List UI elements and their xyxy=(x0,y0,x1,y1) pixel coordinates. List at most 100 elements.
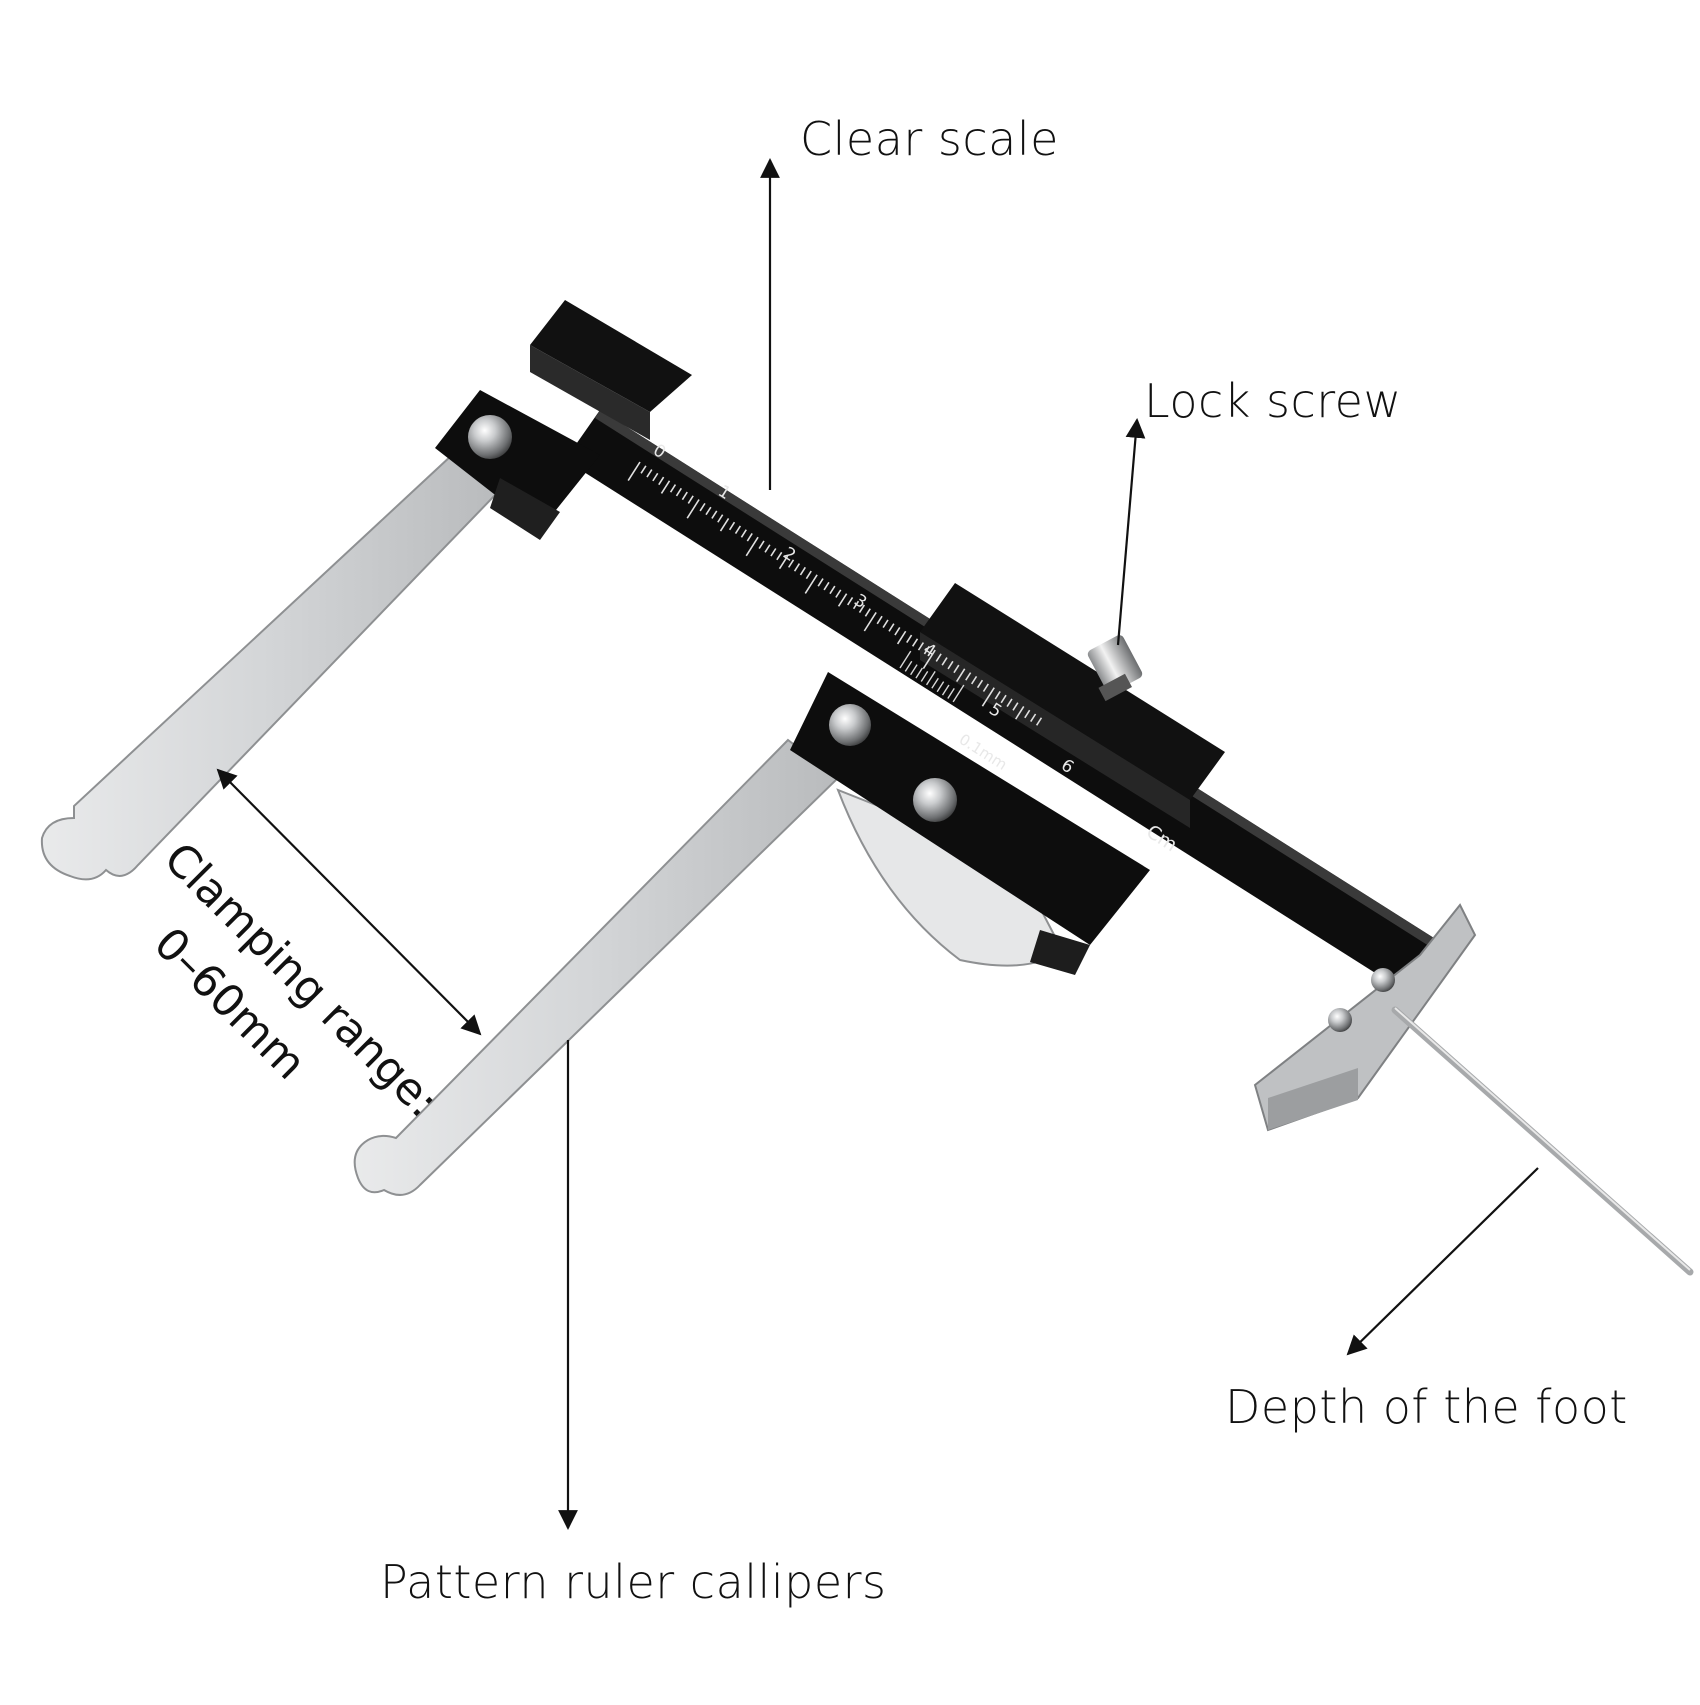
scale-tick xyxy=(965,672,972,681)
rivet-slider-top xyxy=(829,704,871,746)
scale-tick xyxy=(976,679,984,689)
depth-foot-arrow xyxy=(1346,1167,1539,1356)
scale-tick xyxy=(778,555,789,570)
scale-tick xyxy=(953,664,960,674)
vernier-tick xyxy=(941,684,950,696)
scale-tick xyxy=(658,476,665,486)
scale-tick xyxy=(1000,694,1007,704)
scale-tick xyxy=(923,645,930,655)
scale-tick xyxy=(686,499,700,519)
scale-tick xyxy=(764,544,771,553)
scale-tick xyxy=(888,623,895,632)
scale-tick xyxy=(719,517,730,532)
scale-tick xyxy=(847,596,854,606)
scale-tick xyxy=(669,484,677,493)
scale-tick xyxy=(947,660,954,670)
scale-tick xyxy=(852,600,860,610)
scale-tick xyxy=(787,559,795,568)
scale-tick xyxy=(681,491,688,501)
scale-tick xyxy=(917,642,925,651)
scale-tick xyxy=(805,570,812,580)
scale-tick xyxy=(770,548,777,557)
slider-block xyxy=(790,583,1225,975)
scale-tick xyxy=(793,563,801,572)
scale-tick xyxy=(1035,717,1043,726)
main-scale-ticks xyxy=(627,461,1043,726)
scale-tick xyxy=(882,619,889,628)
scale-tick xyxy=(776,551,783,561)
scale-tick xyxy=(863,612,877,632)
lock-screw xyxy=(1087,635,1143,702)
depth-rod xyxy=(1391,1006,1694,1276)
scale-tick xyxy=(1006,698,1013,707)
scale-tick xyxy=(941,657,948,666)
scale-tick xyxy=(652,472,659,482)
scale-tick xyxy=(640,465,647,474)
fixed-jaw xyxy=(40,453,500,881)
scale-tick xyxy=(896,630,907,645)
scale-tick xyxy=(994,690,1001,700)
scale-tick xyxy=(955,668,966,682)
scale-tick xyxy=(876,615,883,625)
scale-tick xyxy=(758,540,765,550)
lock-screw-arrow xyxy=(1116,418,1146,646)
scale-tick xyxy=(911,638,919,647)
scale-tick xyxy=(728,521,736,531)
scale-tick xyxy=(646,469,653,478)
scale-tick xyxy=(829,585,836,595)
scale-tick xyxy=(705,506,712,516)
vernier-tick xyxy=(952,684,965,703)
depth-foot xyxy=(1253,903,1477,1132)
scale-tick xyxy=(717,514,724,523)
clamping-range-arrow xyxy=(216,768,482,1036)
scale-tick xyxy=(823,581,830,591)
scale-tick xyxy=(817,578,824,587)
scale-tick xyxy=(1012,702,1019,711)
vernier-tick xyxy=(925,671,936,686)
scale-tick xyxy=(804,574,818,594)
rivet-head xyxy=(468,415,512,459)
scale-tick xyxy=(799,566,806,576)
scale-tick xyxy=(1015,706,1025,720)
scale-tick xyxy=(627,461,641,481)
scale-tick xyxy=(675,487,683,497)
scale-tick xyxy=(906,634,913,644)
scale-tick xyxy=(711,510,718,519)
scale-tick xyxy=(734,525,742,534)
scale-tick xyxy=(740,529,747,538)
vernier-tick xyxy=(936,681,945,693)
rivet-slider-bottom xyxy=(913,778,957,822)
scale-tick xyxy=(858,604,866,613)
scale-tick xyxy=(746,533,753,542)
scale-tick xyxy=(894,627,901,636)
scale-tick xyxy=(660,480,671,494)
vernier-tick xyxy=(920,671,929,682)
sliding-jaw xyxy=(353,738,1064,1196)
scale-tick xyxy=(982,683,989,692)
scale-tick xyxy=(864,608,871,617)
lock-screw-label: Lock screw xyxy=(1144,374,1402,428)
scale-tick xyxy=(745,536,759,557)
vernier-tick xyxy=(910,664,918,676)
scale-tick xyxy=(837,593,848,607)
vernier-tick xyxy=(904,660,913,672)
scale-tick xyxy=(1030,713,1037,723)
scale-tick xyxy=(835,589,842,598)
scale-tick xyxy=(971,675,978,685)
vernier-tick xyxy=(931,677,939,689)
vernier-tick xyxy=(915,667,923,679)
vernier-scale-ticks xyxy=(899,650,965,703)
scale-tick xyxy=(687,495,694,504)
scale-tick xyxy=(922,649,936,670)
callipers-label: Pattern ruler callipers xyxy=(380,1555,887,1609)
vernier-tick xyxy=(899,650,912,669)
scale-tick xyxy=(1024,709,1031,719)
scale-tick xyxy=(699,502,706,512)
clear-scale-label: Clear scale xyxy=(800,112,1059,166)
vernier-tick xyxy=(947,687,955,699)
scale-tick xyxy=(981,687,995,707)
depth-foot-label: Depth of the foot xyxy=(1225,1380,1628,1434)
scale-tick xyxy=(935,653,942,662)
